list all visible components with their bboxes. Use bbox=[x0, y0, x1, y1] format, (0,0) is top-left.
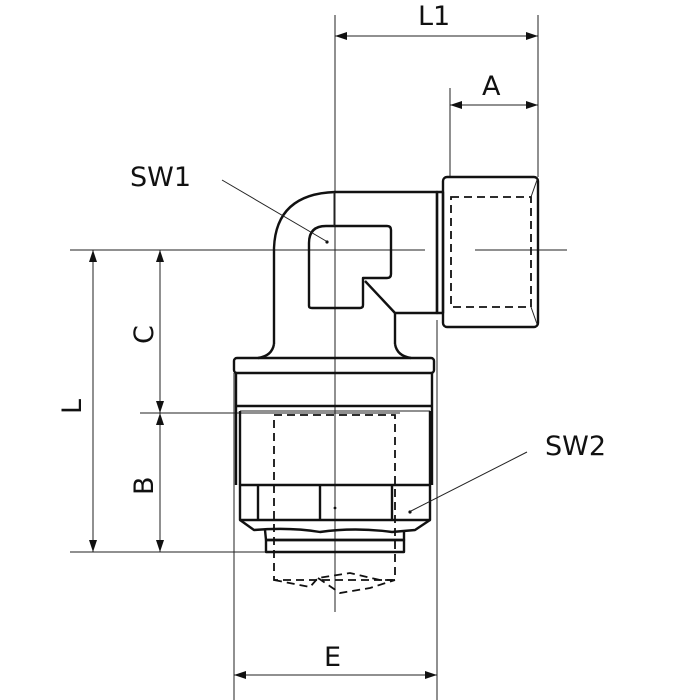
sw1-leader bbox=[221, 179, 327, 242]
label-C: C bbox=[129, 325, 160, 344]
sw2-leader bbox=[410, 451, 528, 512]
label-L: L bbox=[57, 399, 88, 414]
extension-lines bbox=[70, 15, 539, 700]
label-L1: L1 bbox=[418, 1, 450, 32]
base-fitting bbox=[232, 343, 436, 594]
side-nut bbox=[435, 175, 540, 329]
label-A: A bbox=[482, 71, 501, 102]
centerlines bbox=[70, 15, 567, 612]
label-SW2: SW2 bbox=[545, 431, 606, 462]
label-E: E bbox=[324, 642, 341, 673]
label-SW1: SW1 bbox=[130, 162, 191, 193]
label-B: B bbox=[129, 476, 160, 495]
sw1-hex-socket bbox=[307, 224, 393, 310]
elbow-body bbox=[272, 190, 439, 344]
dimension-lines bbox=[89, 32, 538, 679]
